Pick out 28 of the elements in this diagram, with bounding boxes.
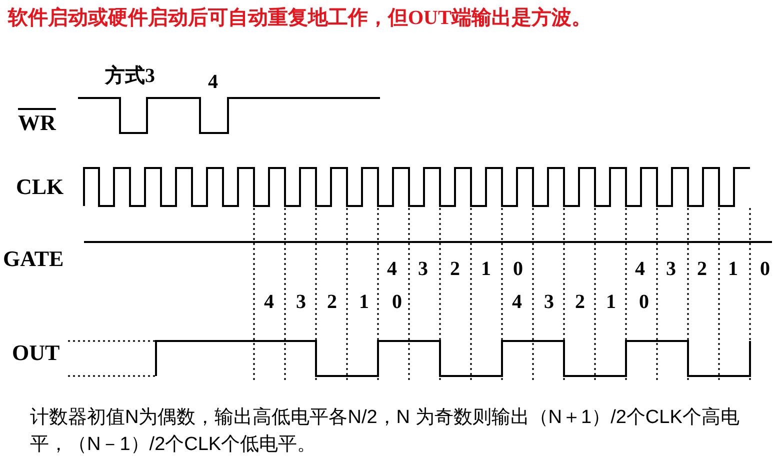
count-value: 0: [513, 259, 523, 279]
count-value: 4: [635, 259, 645, 279]
count-value: 3: [544, 292, 554, 312]
signal-name: GATE: [3, 248, 64, 270]
heading: 软件启动或硬件启动后可自动重复地工作，但OUT端输出是方波。: [8, 6, 592, 30]
count-value: 2: [450, 259, 460, 279]
count-value: 2: [575, 292, 585, 312]
count-value: 0: [392, 292, 402, 312]
count-value: 4: [387, 259, 397, 279]
count-value: 3: [666, 259, 676, 279]
count-value: 1: [728, 259, 738, 279]
count-value: 0: [760, 259, 770, 279]
count-value: 2: [697, 259, 707, 279]
signal-name: CLK: [16, 176, 64, 198]
mode-label: 方式3: [105, 66, 155, 86]
count-value: 1: [359, 292, 369, 312]
count-value: 3: [418, 259, 428, 279]
count-value: 1: [606, 292, 616, 312]
signal-name: WR: [18, 110, 56, 134]
count-value: 4: [264, 292, 274, 312]
count-value: 3: [296, 292, 306, 312]
signal-name: OUT: [12, 342, 60, 364]
note-text: 计数器初值N为偶数，输出高低电平各N/2，N 为奇数则输出（N＋1）/2个CLK个高电平，（N－1）/2个CLK个低电平。: [30, 406, 740, 457]
mode-label: 4: [208, 72, 218, 92]
count-value: 4: [512, 292, 522, 312]
count-value: 1: [481, 259, 491, 279]
count-value: 2: [327, 292, 337, 312]
count-value: 0: [639, 292, 649, 312]
